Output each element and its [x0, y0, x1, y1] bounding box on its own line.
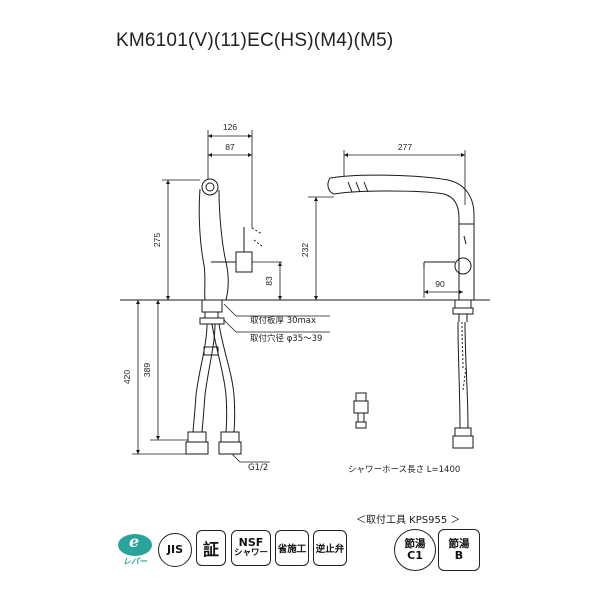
note-counter-thickness: 取付板厚 30max	[250, 315, 316, 326]
hot-water-c1-badge: 節湯 C1	[394, 529, 436, 571]
callout-leaders	[223, 303, 330, 463]
dim-277: 277	[398, 142, 412, 152]
note-thread: G1/2	[248, 463, 268, 473]
cert-label: 証	[202, 540, 219, 559]
saiseko-badge: 省施工	[275, 530, 309, 566]
check-valve-badge: 逆止弁	[313, 530, 347, 566]
check-valve-label: 逆止弁	[315, 544, 345, 555]
note-hose-length: シャワーホース長さ L=1400	[348, 465, 460, 475]
side-view-dimensions	[132, 130, 282, 455]
nsf-shower-label: シャワー	[233, 548, 268, 559]
tool-note: ＜取付工具 KPS955 ＞	[356, 515, 461, 526]
model-title: KM6101(V)(11)EC(HS)(M4)(M5)	[116, 30, 394, 51]
nsf-label: NSF	[238, 536, 264, 550]
note-hole-diameter: 取付穴径 φ35〜39	[250, 333, 322, 344]
dim-275: 275	[152, 233, 162, 247]
cert-badge: 証	[196, 530, 226, 566]
saiseko-label: 省施工	[277, 544, 307, 555]
shower-hose-connector	[353, 392, 369, 429]
side-view-faucet	[185, 178, 263, 455]
dim-90: 90	[435, 279, 445, 289]
dim-389: 389	[142, 363, 152, 377]
e-lever-label: レバー	[123, 557, 147, 566]
dim-83: 83	[264, 276, 274, 286]
dim-126: 126	[223, 122, 237, 132]
hot-water-b-top: 節湯	[448, 537, 470, 550]
e-lever-badge: e レバー	[115, 530, 155, 566]
front-view-dimensions	[308, 150, 466, 300]
dim-87: 87	[225, 142, 235, 152]
hot-water-c1-bottom: C1	[407, 548, 423, 562]
hot-water-b-bottom: B	[454, 548, 464, 562]
jis-label: JIS	[166, 543, 184, 557]
e-lever-icon	[118, 534, 152, 556]
e-lever-letter: e	[129, 532, 140, 551]
jis-badge: JIS	[158, 533, 192, 567]
dim-420: 420	[122, 370, 132, 384]
nsf-shower-badge: NSF シャワー	[231, 530, 271, 566]
hot-water-c1-top: 節湯	[404, 537, 426, 550]
hot-water-b-badge: 節湯 B	[438, 529, 480, 571]
dim-232: 232	[300, 243, 310, 257]
front-view-faucet	[327, 174, 475, 449]
